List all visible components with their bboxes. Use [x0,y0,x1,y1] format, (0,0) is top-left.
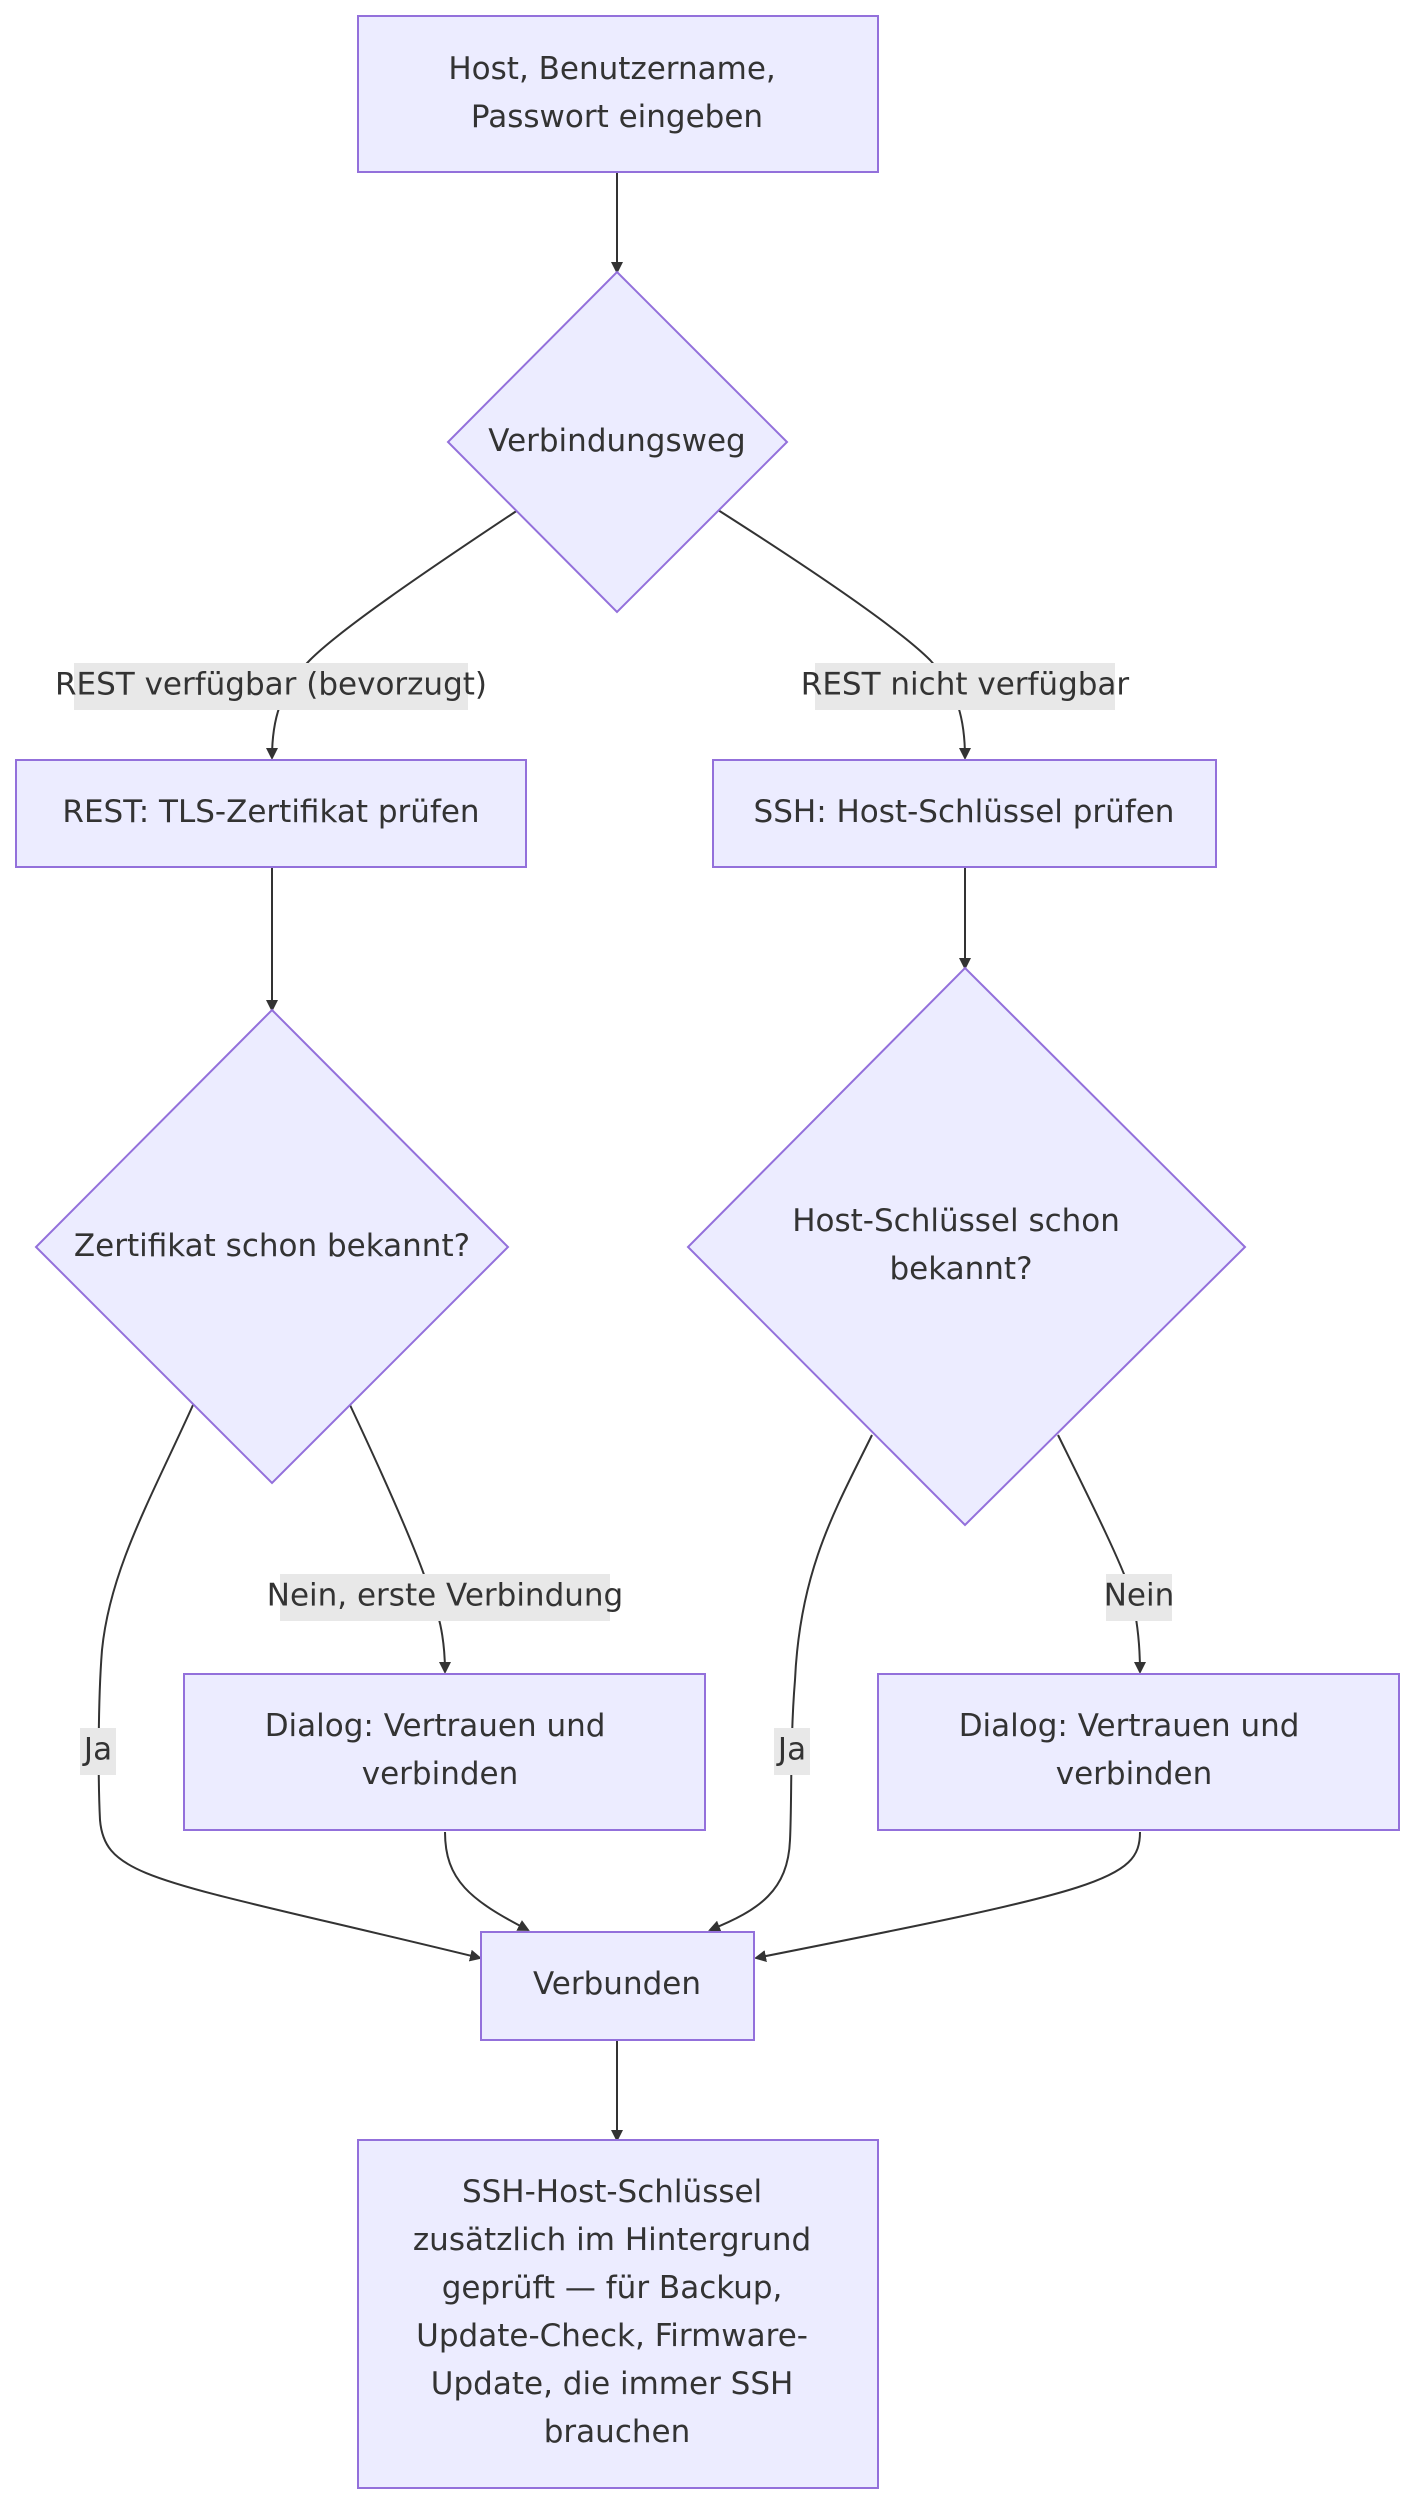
svg-text:Nein: Nein [1104,1578,1175,1614]
edge-label-rest-unavailable: REST nicht verfügbar [801,663,1130,710]
node-connected-text: Verbunden [533,1966,701,2002]
edge-dialog-rest-to-connected [444,1831,530,1931]
edge-label-cert-no: Nein, erste Verbindung [267,1574,624,1621]
svg-text:Ja: Ja [82,1732,112,1768]
node-note-text: SSH-Host-Schlüssel zusätzlich im Hinterg… [413,2174,821,2450]
node-cert-known-decision: Zertifikat schon bekannt? [34,1008,510,1485]
node-cert-known-text: Zertifikat schon bekannt? [74,1228,470,1264]
node-rest-check: REST: TLS-Zertifikat prüfen [15,759,527,868]
svg-text:Ja: Ja [776,1732,806,1768]
edge-route-to-rest [266,509,519,760]
svg-text:REST nicht verfügbar: REST nicht verfügbar [801,667,1130,703]
edge-label-key-yes: Ja [774,1728,810,1775]
edge-dialog-ssh-to-connected [754,1831,1141,1962]
node-note: SSH-Host-Schlüssel zusätzlich im Hinterg… [357,2139,879,2489]
node-key-known-text: Host-Schlüssel schon bekannt? [792,1203,1130,1287]
edge-label-cert-yes: Ja [80,1728,116,1775]
edge-key-to-dialog [1057,1434,1146,1674]
edge-label-key-no: Nein [1104,1574,1175,1621]
node-ssh-check: SSH: Host-Schlüssel prüfen [712,759,1217,868]
node-dialog-rest-text: Dialog: Vertrauen und verbinden [265,1708,616,1792]
node-ssh-check-text: SSH: Host-Schlüssel prüfen [754,794,1175,830]
node-dialog-rest: Dialog: Vertrauen und verbinden [183,1673,706,1831]
node-route-text: Verbindungsweg [488,423,745,459]
edge-cert-to-dialog [349,1404,451,1674]
svg-text:REST verfügbar (bevorzugt): REST verfügbar (bevorzugt) [55,667,487,703]
node-dialog-ssh-text: Dialog: Vertrauen und verbinden [959,1708,1310,1792]
node-start-text: Host, Benutzername, Passwort eingeben [448,51,785,135]
node-rest-check-text: REST: TLS-Zertifikat prüfen [62,794,479,830]
edge-route-to-ssh [717,509,971,760]
svg-text:Nein, erste Verbindung: Nein, erste Verbindung [267,1578,624,1614]
edge-label-rest-available: REST verfügbar (bevorzugt) [55,663,487,710]
node-route-decision: Verbindungsweg [446,270,789,614]
node-start: Host, Benutzername, Passwort eingeben [357,15,879,173]
node-key-known-decision: Host-Schlüssel schon bekannt? [686,966,1247,1527]
edge-key-to-connected [708,1434,873,1932]
node-dialog-ssh: Dialog: Vertrauen und verbinden [877,1673,1400,1831]
node-connected: Verbunden [480,1931,755,2041]
